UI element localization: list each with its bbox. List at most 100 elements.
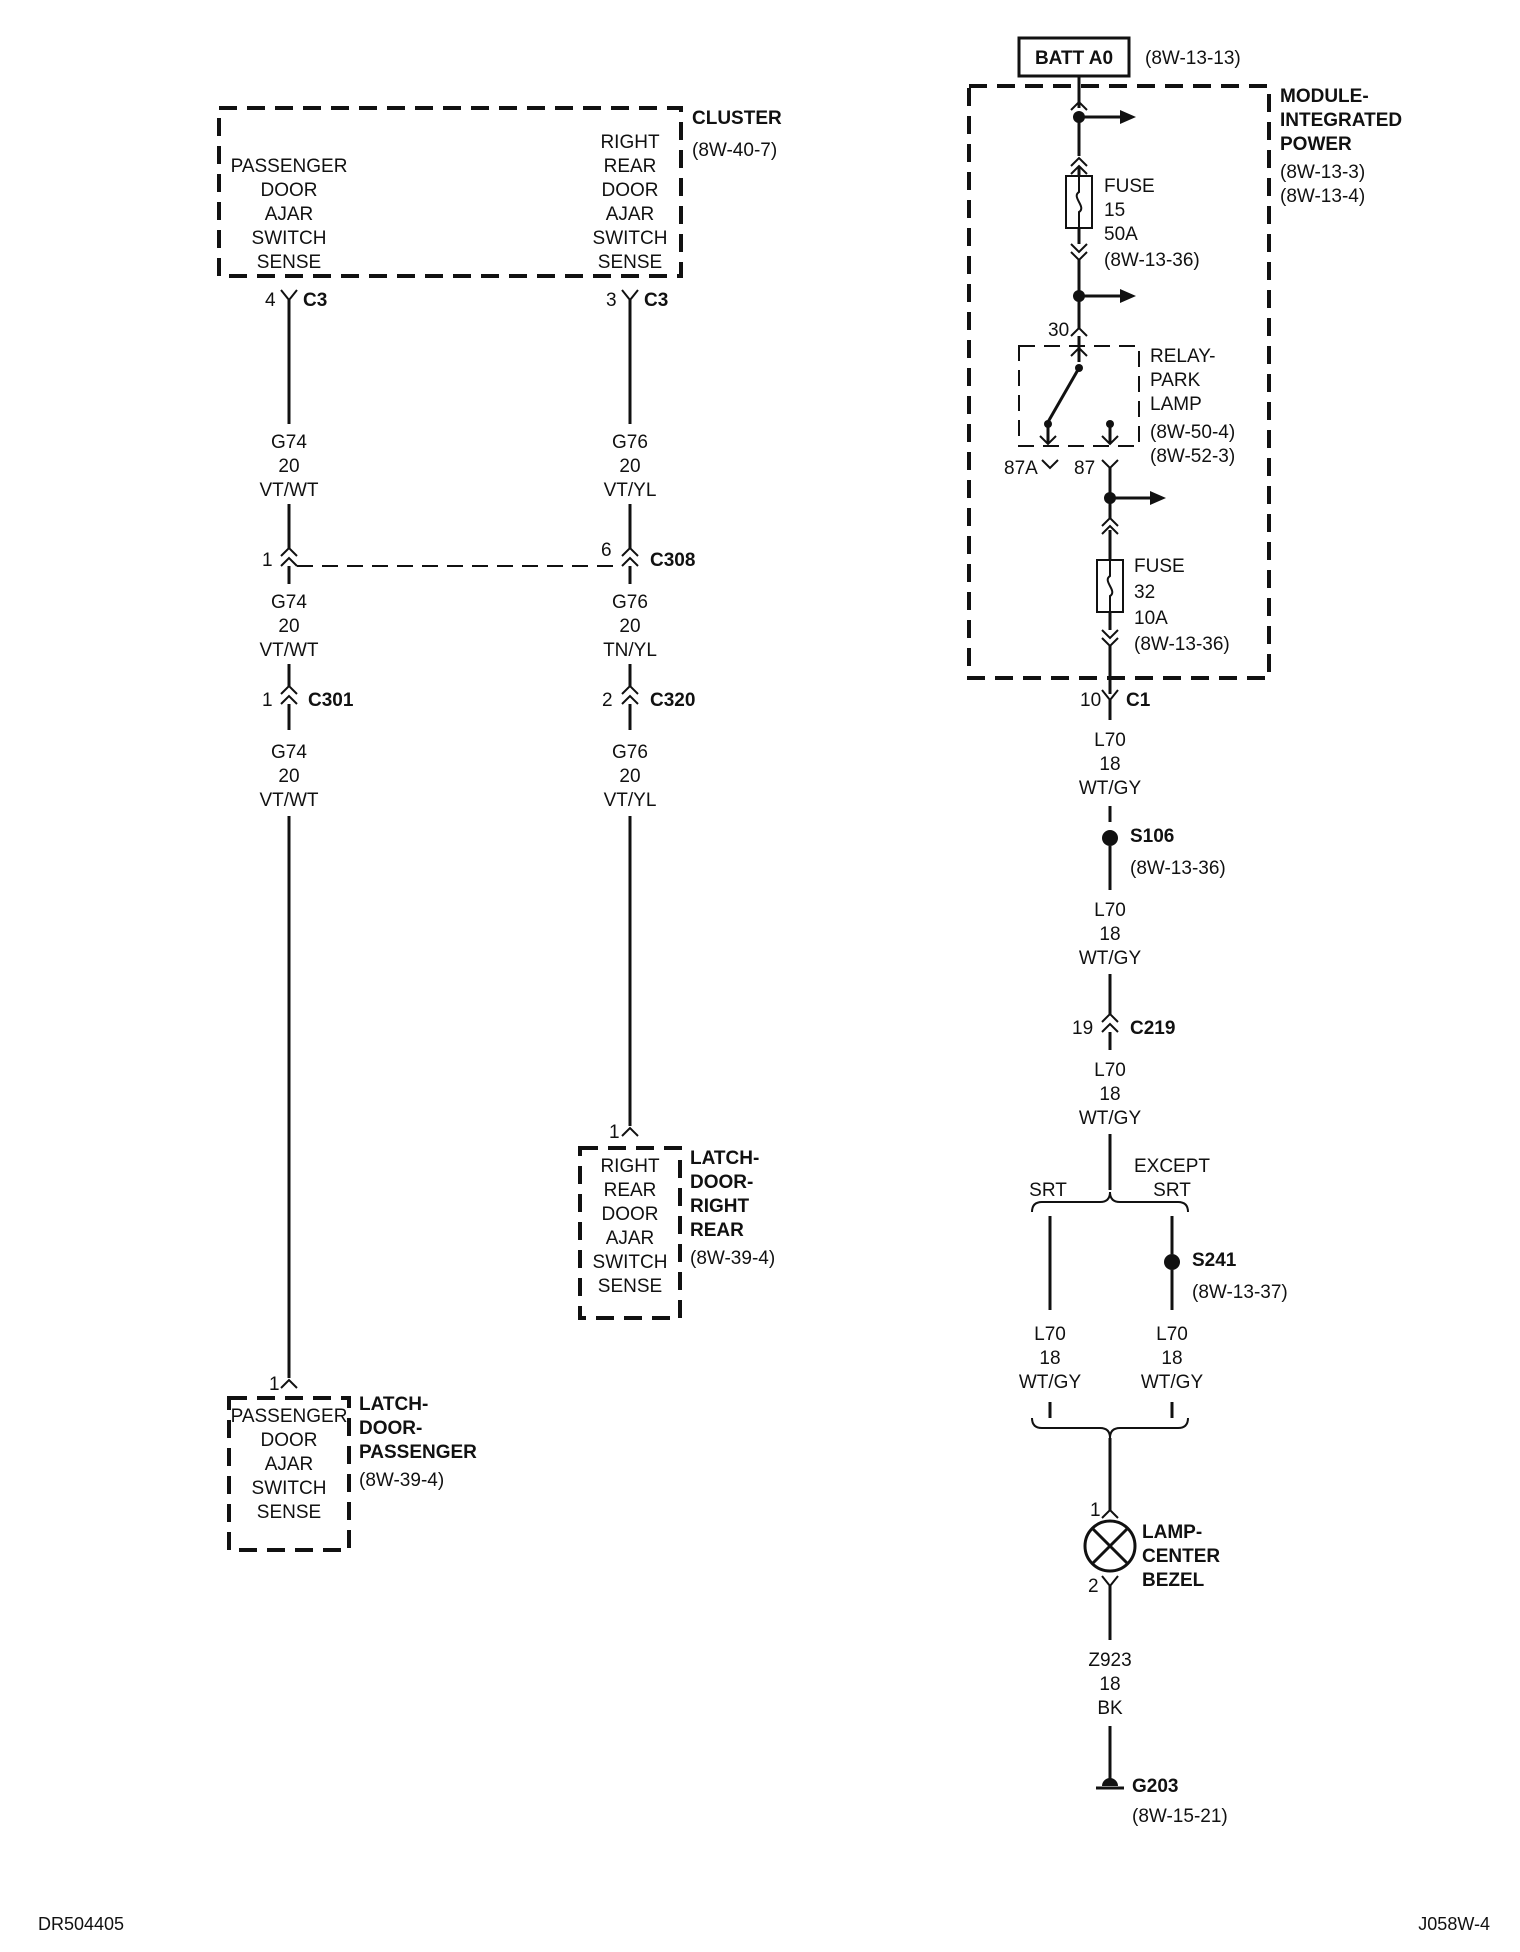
c3-right-name: C3	[644, 290, 668, 311]
option-srt: SRT	[1029, 1180, 1067, 1201]
svg-text:PASSENGER: PASSENGER	[231, 156, 348, 177]
svg-text:SWITCH: SWITCH	[252, 228, 327, 249]
svg-text:DOOR: DOOR	[261, 180, 318, 201]
svg-text:REAR: REAR	[690, 1220, 744, 1241]
c3-right-symbol	[621, 289, 639, 302]
svg-text:AJAR: AJAR	[606, 1228, 655, 1249]
svg-text:Z923: Z923	[1088, 1650, 1131, 1671]
svg-text:WT/GY: WT/GY	[1141, 1372, 1204, 1393]
c301-pin: 1	[262, 690, 273, 711]
svg-text:SWITCH: SWITCH	[593, 1252, 668, 1273]
g76-label-c: G76 20 VT/YL	[604, 742, 657, 811]
svg-text:SENSE: SENSE	[598, 1276, 662, 1297]
fuse32-element	[1106, 560, 1114, 612]
svg-text:LAMP: LAMP	[1150, 394, 1202, 415]
latch-rr-name: LATCH- DOOR- RIGHT REAR (8W-39-4)	[690, 1148, 775, 1269]
svg-text:VT/YL: VT/YL	[604, 480, 657, 501]
c308-name: C308	[650, 550, 695, 571]
svg-text:AJAR: AJAR	[265, 1454, 314, 1475]
l70-label-a: L70 18 WT/GY	[1079, 730, 1142, 799]
s241-ref: (8W-13-37)	[1192, 1282, 1288, 1303]
svg-text:18: 18	[1099, 1084, 1120, 1105]
svg-text:G74: G74	[271, 432, 307, 453]
latch-pass-name: LATCH- DOOR- PASSENGER (8W-39-4)	[359, 1394, 477, 1491]
svg-text:SENSE: SENSE	[598, 252, 662, 273]
svg-text:20: 20	[278, 766, 299, 787]
svg-text:(8W-13-4): (8W-13-4)	[1280, 186, 1365, 207]
c301-symbol	[280, 684, 298, 705]
svg-text:RIGHT: RIGHT	[600, 1156, 660, 1177]
svg-text:G76: G76	[612, 432, 648, 453]
svg-text:SWITCH: SWITCH	[593, 228, 668, 249]
relay-pin30: 30	[1048, 320, 1069, 341]
svg-text:PARK: PARK	[1150, 370, 1201, 391]
g74-label-b: G74 20 VT/WT	[259, 592, 318, 661]
svg-text:LAMP-: LAMP-	[1142, 1522, 1202, 1543]
svg-text:G76: G76	[612, 592, 648, 613]
footer-right-code: J058W-4	[1418, 1914, 1490, 1934]
svg-text:(8W-50-4): (8W-50-4)	[1150, 422, 1235, 443]
svg-text:DOOR-: DOOR-	[359, 1418, 422, 1439]
l70-label-c: L70 18 WT/GY	[1079, 1060, 1142, 1129]
svg-text:L70: L70	[1094, 730, 1126, 751]
relay-name: RELAY- PARK LAMP (8W-50-4) (8W-52-3)	[1150, 346, 1235, 467]
c219-symbol	[1101, 1012, 1119, 1033]
relay-pin87a: 87A	[1004, 458, 1038, 479]
svg-text:VT/WT: VT/WT	[259, 640, 318, 661]
svg-text:10A: 10A	[1134, 608, 1168, 629]
g74-label-c: G74 20 VT/WT	[259, 742, 318, 811]
svg-text:DOOR: DOOR	[602, 180, 659, 201]
c308-right-pin: 6	[601, 540, 612, 561]
svg-text:(8W-52-3): (8W-52-3)	[1150, 446, 1235, 467]
svg-text:18: 18	[1161, 1348, 1182, 1369]
svg-text:RIGHT: RIGHT	[600, 132, 660, 153]
cluster-box	[217, 106, 683, 278]
svg-text:WT/GY: WT/GY	[1079, 778, 1142, 799]
lamp-x	[1090, 1526, 1130, 1566]
s106-ref: (8W-13-36)	[1130, 858, 1226, 879]
svg-text:15: 15	[1104, 200, 1125, 221]
latch-right-rear-box	[578, 1146, 682, 1320]
z923-label: Z923 18 BK	[1088, 1650, 1131, 1719]
svg-text:LATCH-: LATCH-	[690, 1148, 759, 1169]
latch-pass-label: PASSENGER DOOR AJAR SWITCH SENSE	[231, 1406, 348, 1523]
svg-text:G74: G74	[271, 592, 307, 613]
g74-label-a: G74 20 VT/WT	[259, 432, 318, 501]
svg-text:18: 18	[1099, 1674, 1120, 1695]
svg-text:DOOR: DOOR	[261, 1430, 318, 1451]
batt-label: BATT A0	[1035, 48, 1113, 69]
svg-text:PASSENGER: PASSENGER	[359, 1442, 477, 1463]
s241-splice	[1164, 1254, 1180, 1270]
cluster-right-pin-label: RIGHT REAR DOOR AJAR SWITCH SENSE	[593, 132, 668, 273]
feed-arrow-1	[1120, 110, 1136, 124]
fuse32-label: FUSE 32 10A (8W-13-36)	[1134, 556, 1230, 655]
s106-name: S106	[1130, 826, 1174, 847]
svg-text:18: 18	[1039, 1348, 1060, 1369]
svg-text:DOOR-: DOOR-	[690, 1172, 753, 1193]
svg-text:20: 20	[278, 616, 299, 637]
option-except-line2: SRT	[1153, 1180, 1191, 1201]
svg-text:AJAR: AJAR	[265, 204, 314, 225]
c308-left-pin: 1	[262, 550, 273, 571]
svg-text:18: 18	[1099, 924, 1120, 945]
svg-text:VT/WT: VT/WT	[259, 790, 318, 811]
c1-name: C1	[1126, 690, 1151, 711]
svg-text:L70: L70	[1094, 1060, 1126, 1081]
relay-pin87: 87	[1074, 458, 1095, 479]
svg-text:VT/WT: VT/WT	[259, 480, 318, 501]
lamp-pin-bottom: 2	[1088, 1576, 1099, 1597]
svg-text:(8W-13-36): (8W-13-36)	[1134, 634, 1230, 655]
svg-text:BEZEL: BEZEL	[1142, 1570, 1205, 1591]
svg-text:G74: G74	[271, 742, 307, 763]
option-split-brace	[1031, 1191, 1189, 1213]
latch-passenger-box	[227, 1396, 351, 1552]
c219-name: C219	[1130, 1018, 1175, 1039]
svg-text:20: 20	[619, 456, 640, 477]
svg-text:SENSE: SENSE	[257, 1502, 321, 1523]
c219-pin: 19	[1072, 1018, 1093, 1039]
lamp-pin-top: 1	[1090, 1500, 1101, 1521]
c320-pin: 2	[602, 690, 613, 711]
svg-text:(8W-13-3): (8W-13-3)	[1280, 162, 1365, 183]
svg-text:50A: 50A	[1104, 224, 1138, 245]
svg-text:(8W-39-4): (8W-39-4)	[690, 1248, 775, 1269]
